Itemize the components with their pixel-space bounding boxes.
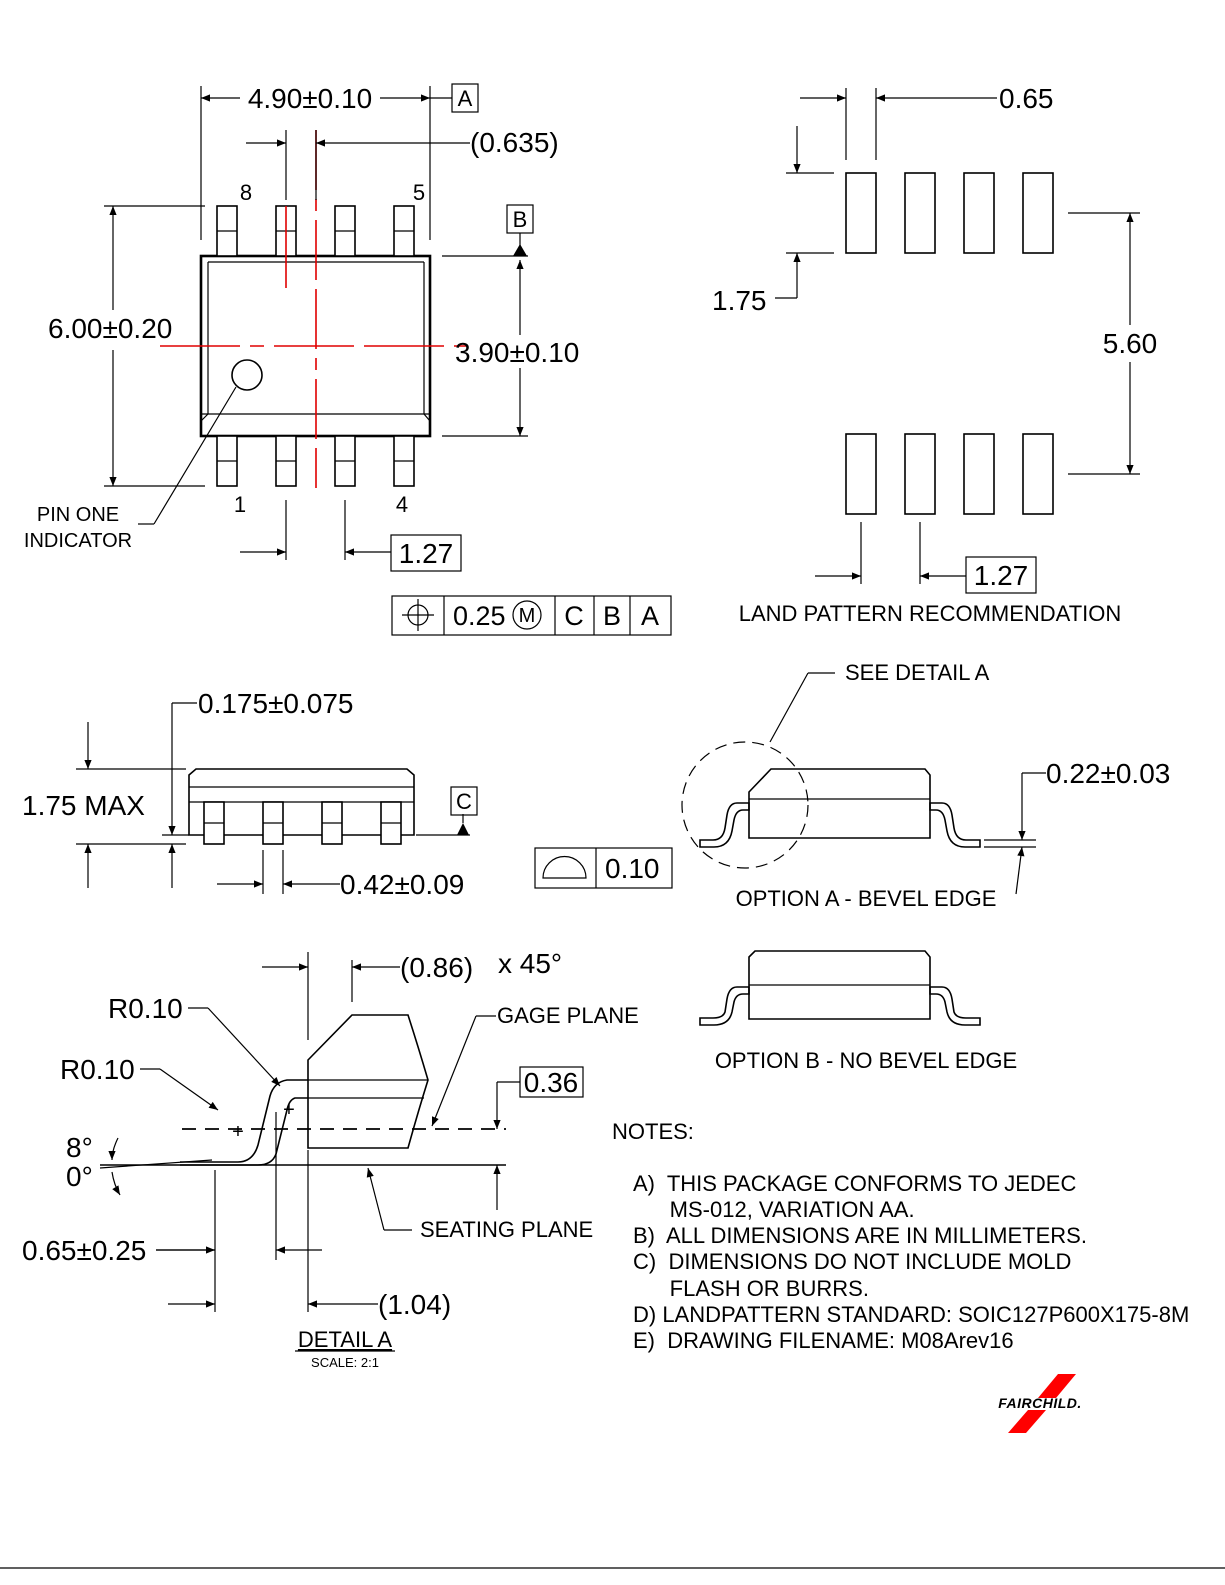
note-line-1: A) THIS PACKAGE CONFORMS TO JEDEC [633, 1171, 1076, 1196]
dim-height: 1.75 MAX [22, 790, 145, 821]
note-line-6: D) LANDPATTERN STANDARD: SOIC127P600X175… [633, 1302, 1189, 1327]
notes-block: NOTES: A) THIS PACKAGE CONFORMS TO JEDEC… [612, 1119, 1189, 1353]
logo-slash-top [1038, 1374, 1076, 1398]
see-detail-a-label: SEE DETAIL A [845, 660, 990, 685]
option-a-lead-right [929, 802, 981, 848]
dim-lead-thickness: 0.22±0.03 [1046, 758, 1170, 789]
note-line-4: C) DIMENSIONS DO NOT INCLUDE MOLD [633, 1249, 1071, 1274]
radius-upper: R0.10 [108, 993, 183, 1024]
chamfer-angle: x 45° [498, 948, 562, 979]
datum-b-label: B [513, 207, 528, 232]
dim-total-width: 6.00±0.20 [48, 313, 172, 344]
feature-control-frame: 0.25 M C B A [391, 595, 672, 636]
dim-pitch: 1.27 [399, 538, 454, 569]
dim-pad-length: 1.75 [712, 285, 767, 316]
option-a-body [748, 768, 931, 839]
seating-plane-label: SEATING PLANE [420, 1217, 593, 1242]
flatness-value: 0.10 [605, 853, 660, 884]
side-leads [203, 801, 402, 845]
angle-max: 8° [66, 1132, 93, 1163]
notes-heading: NOTES: [612, 1119, 694, 1144]
fcf-datum-c: C [564, 601, 584, 631]
dim-row-spacing: 5.60 [1103, 328, 1158, 359]
dim-lead-width: 0.42±0.09 [340, 869, 464, 900]
detail-a-circle [681, 741, 809, 869]
dim-standoff: 0.175±0.075 [198, 688, 354, 719]
fairchild-logo: FAIRCHILD. [998, 1374, 1082, 1433]
note-line-5: FLASH OR BURRS. [633, 1276, 869, 1301]
flatness-frame: 0.10 [534, 847, 673, 889]
bottom-pins [216, 435, 415, 487]
note-line-7: E) DRAWING FILENAME: M08Arev16 [633, 1328, 1014, 1353]
dim-pad-width: 0.65 [999, 83, 1054, 114]
pin-one-label-line2: INDICATOR [24, 530, 132, 552]
option-b-body [748, 950, 931, 1020]
logo-text: FAIRCHILD. [998, 1395, 1082, 1411]
angle-min: 0° [66, 1161, 93, 1192]
option-b-title: OPTION B - NO BEVEL EDGE [715, 1048, 1017, 1073]
detail-a-scale: SCALE: 2:1 [311, 1355, 379, 1370]
pin-one-label-line1: PIN ONE [37, 504, 119, 526]
option-a-lead-left [699, 802, 750, 848]
detail-a-title: DETAIL A [298, 1327, 392, 1352]
pin-5-label: 5 [413, 180, 425, 205]
option-b-lead-right [929, 986, 981, 1026]
profile-surface-icon [542, 855, 587, 879]
pin-1-label: 1 [234, 492, 246, 517]
detail-a-lead [180, 1079, 308, 1163]
logo-slash-bottom [1008, 1410, 1046, 1433]
note-line-3: B) ALL DIMENSIONS ARE IN MILLIMETERS. [633, 1223, 1087, 1248]
side-view: 0.175±0.075 1.75 MAX C 0.42±0.09 0.10 [22, 688, 673, 900]
datum-a-label: A [458, 86, 473, 111]
pin-one-indicator [231, 359, 263, 391]
dim-body-width: 3.90±0.10 [455, 337, 579, 368]
fcf-datum-b: B [603, 601, 621, 631]
dim-chamfer: (0.86) [400, 952, 473, 983]
land-pattern-title: LAND PATTERN RECOMMENDATION [739, 601, 1122, 626]
land-pads-top [845, 172, 1054, 254]
pin-4-label: 4 [396, 492, 408, 517]
dim-gage: 0.36 [524, 1067, 579, 1098]
top-view: 4.90±0.10 A (0.635) 8 5 1 4 B 6.00±0.20 … [24, 83, 672, 636]
fcf-value: 0.25 [453, 601, 506, 631]
dim-land-pitch: 1.27 [974, 560, 1029, 591]
radius-center-mark-1: + [232, 1121, 244, 1143]
option-b-view: OPTION B - NO BEVEL EDGE [699, 950, 1017, 1073]
pin-8-label: 8 [240, 180, 252, 205]
dim-footprint: (1.04) [378, 1289, 451, 1320]
fcf-datum-a: A [641, 601, 659, 631]
radius-center-mark-2: + [283, 1099, 295, 1121]
dim-foot-length: 0.65±0.25 [22, 1235, 146, 1266]
detail-a-body [307, 1014, 429, 1149]
option-a-title: OPTION A - BEVEL EDGE [736, 886, 997, 911]
land-pattern-view: 0.65 1.75 5.60 1.27 LAND PATTERN RECOMME… [712, 83, 1157, 626]
land-pads-bottom [845, 433, 1054, 515]
mmc-modifier-icon [512, 600, 542, 630]
detail-a-view: + + (0.86) x 45° R0.10 R0.10 GAGE PLANE … [22, 948, 639, 1370]
dim-length: 4.90±0.10 [248, 83, 372, 114]
note-line-2: MS-012, VARIATION AA. [633, 1197, 915, 1222]
radius-lower: R0.10 [60, 1054, 135, 1085]
fcf-modifier: M [519, 605, 536, 627]
datum-c-label: C [456, 789, 472, 814]
dim-pitch-ref: (0.635) [470, 127, 559, 158]
option-a-view: SEE DETAIL A 0.22±0.03 OPTION A - BEVEL … [681, 660, 1170, 911]
option-b-lead-left [699, 986, 750, 1026]
gage-plane-label: GAGE PLANE [497, 1003, 639, 1028]
